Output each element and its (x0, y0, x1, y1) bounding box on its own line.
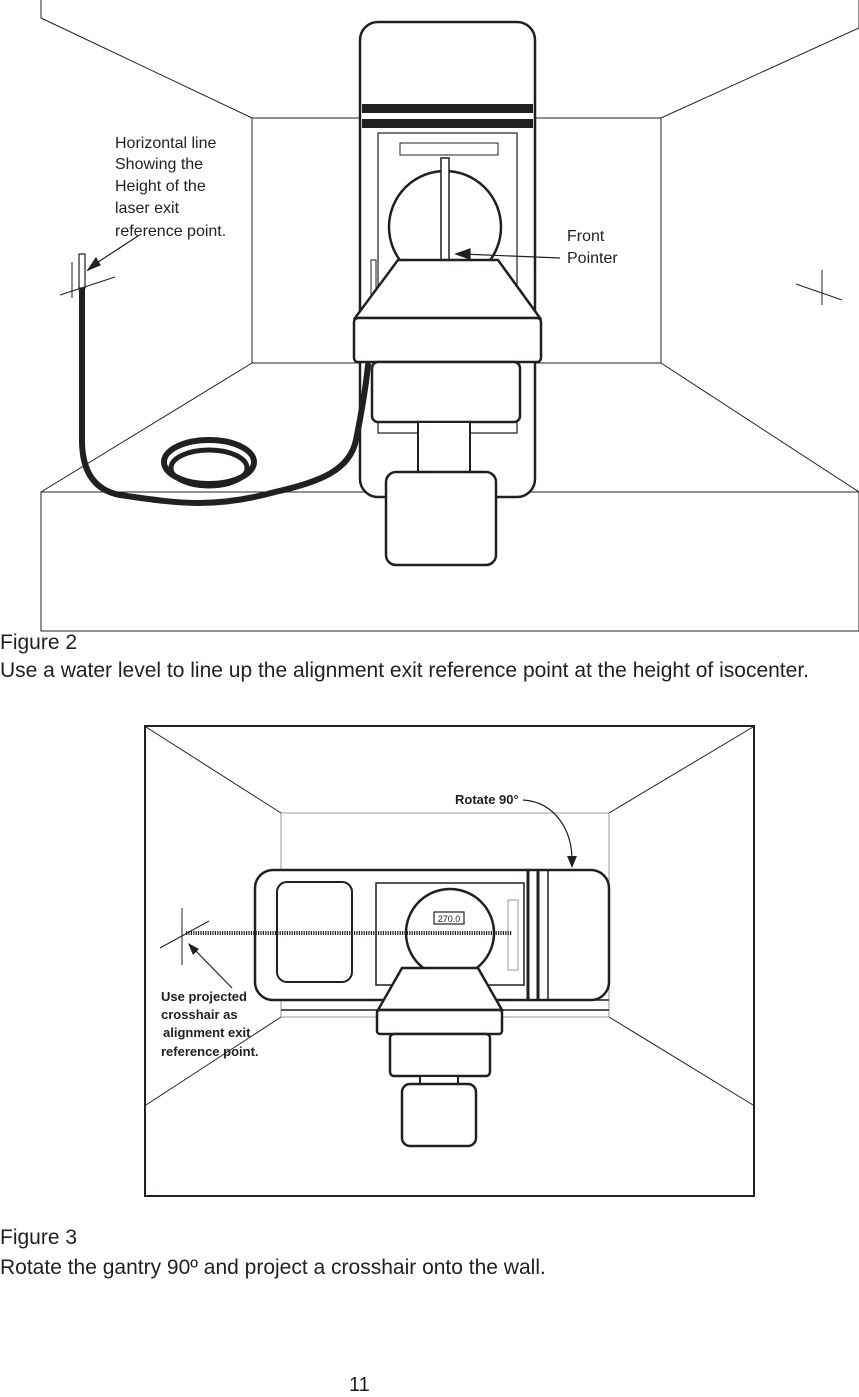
figure-2-illustration: Horizontal line Showing the Height of th… (40, 0, 859, 632)
figure-2-caption: Use a water level to line up the alignme… (0, 659, 809, 682)
projected-crosshair (159, 908, 210, 965)
page-number: 11 (349, 1374, 370, 1396)
figure-3-frame (144, 725, 755, 1197)
callout-arrows (86, 235, 561, 272)
treatment-couch (352, 258, 543, 567)
gantry-angle-readout: 270.0 (438, 914, 461, 924)
projected-crosshair-label: Use projected crosshair as alignment exi… (161, 989, 259, 1059)
horizontal-line-label: Horizontal line Showing the Height of th… (115, 135, 226, 240)
wall-crosshair (795, 270, 843, 305)
rotate-label: Rotate 90° (455, 792, 519, 807)
figure-3-illustration: 270.0 Rotate 90° Use projected crosshair… (144, 725, 755, 1197)
figure-3-arrows (188, 799, 577, 989)
laser-cable (79, 282, 371, 506)
front-pointer-label: Front Pointer (567, 228, 618, 267)
figure-3-title: Figure 3 (0, 1226, 78, 1249)
laser-exit-marker (59, 253, 116, 298)
figure-3-caption: Rotate the gantry 90º and project a cros… (0, 1256, 546, 1279)
rotated-couch (281, 966, 609, 1148)
figure-2-title: Figure 2 (0, 631, 78, 654)
